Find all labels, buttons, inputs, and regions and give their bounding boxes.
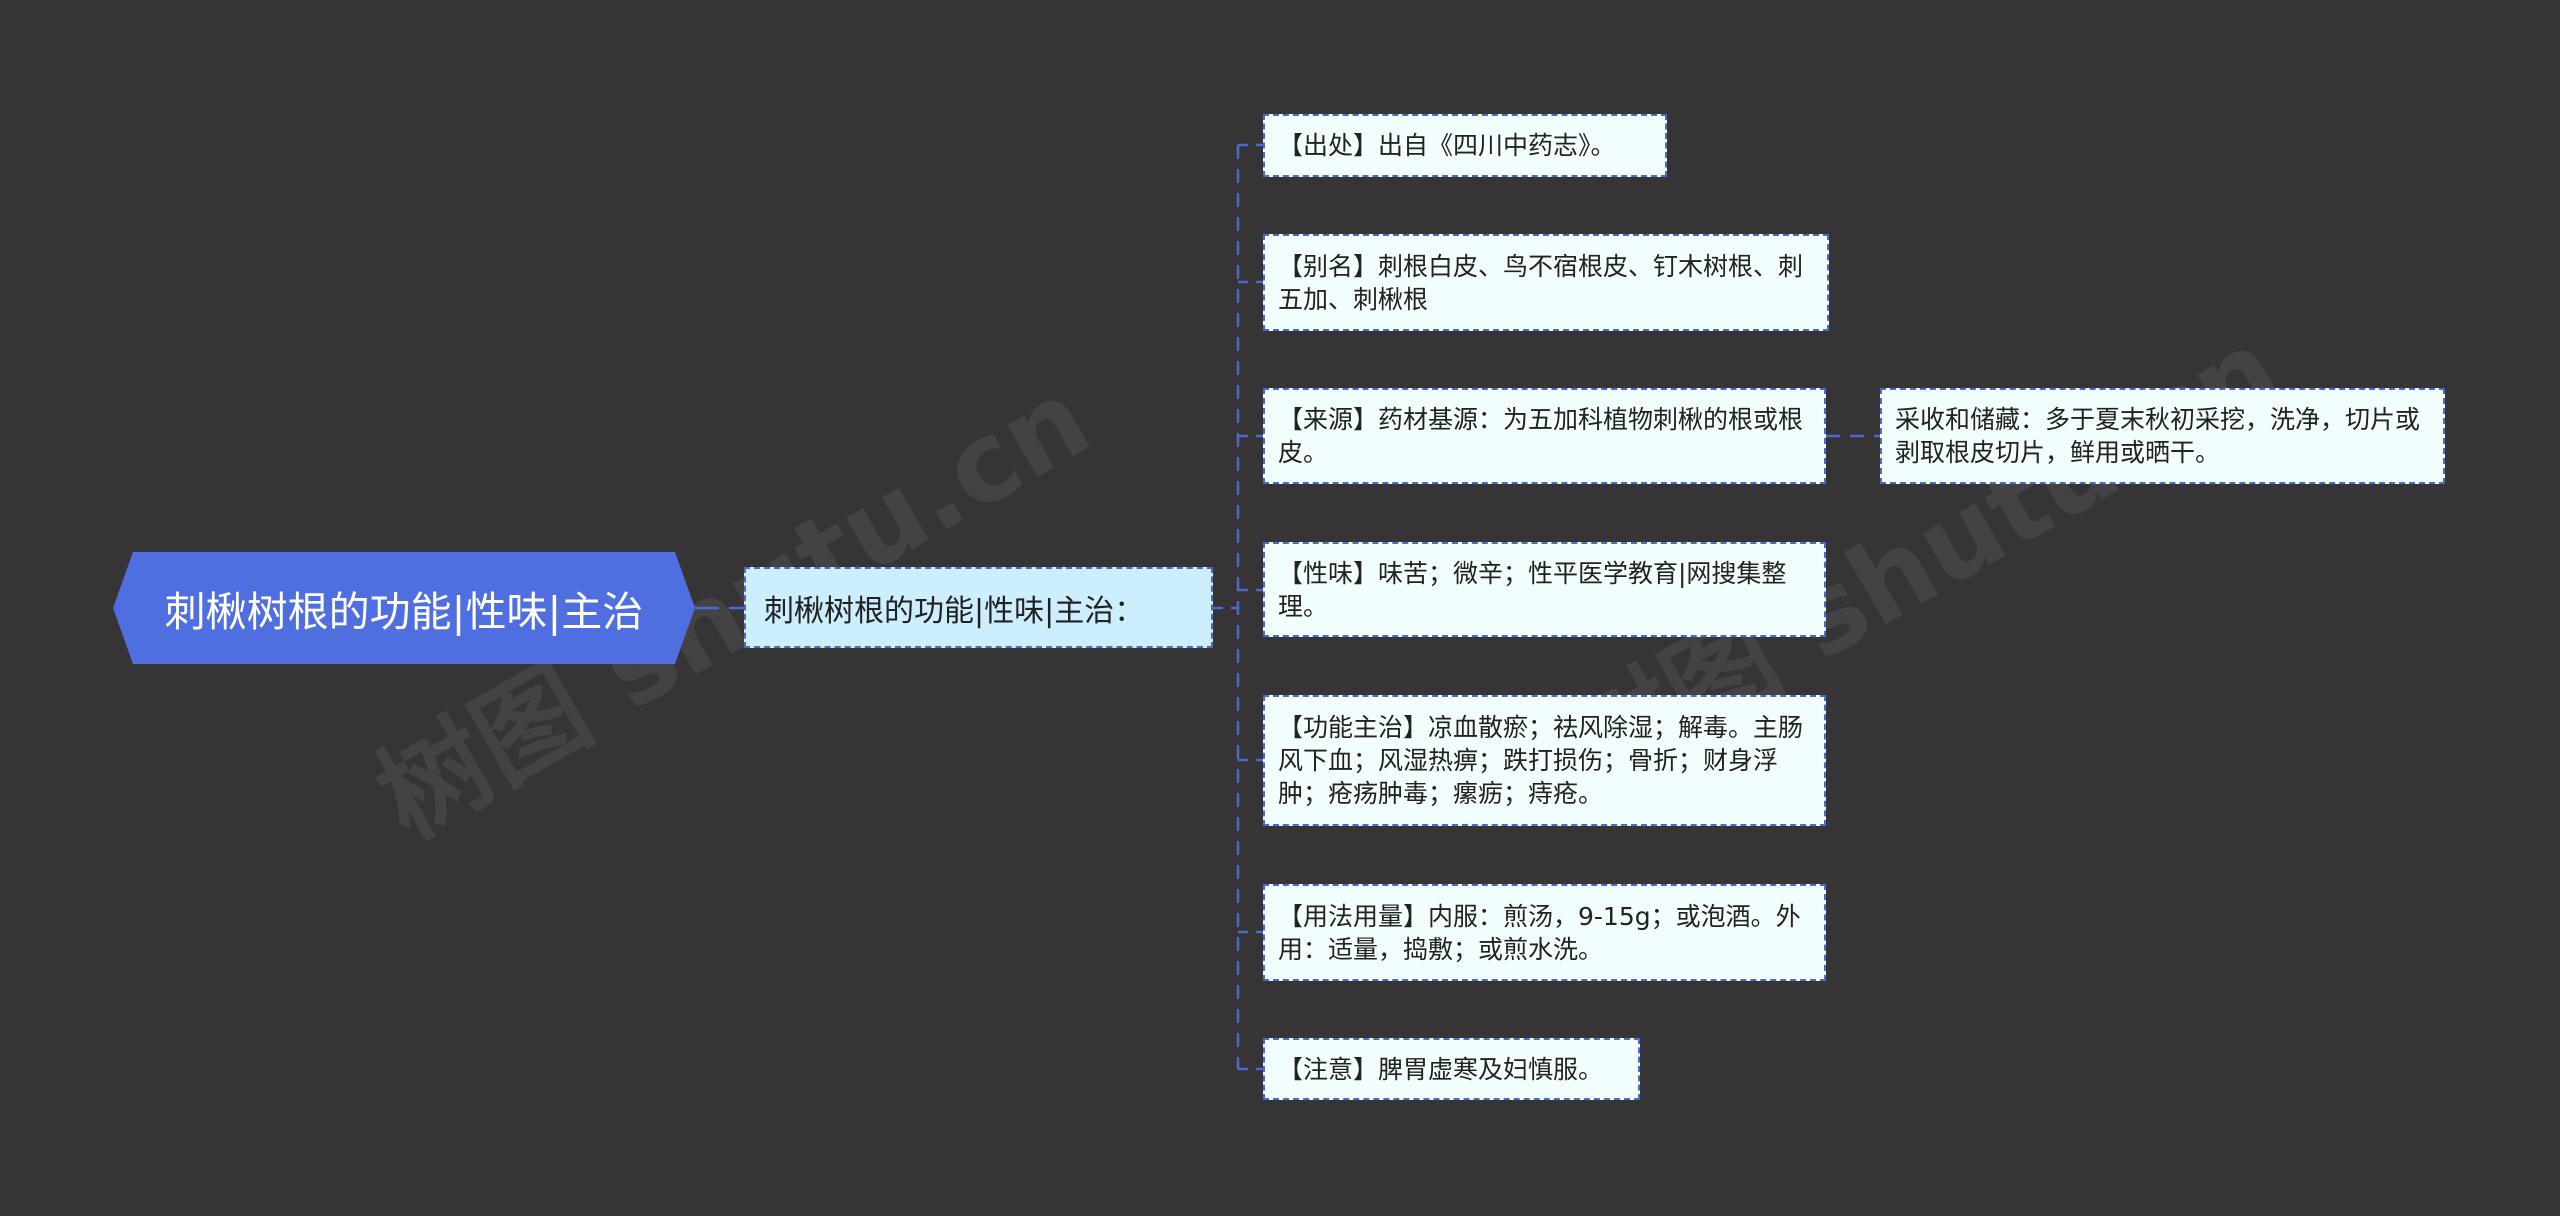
leaf-origin[interactable]: 【来源】药材基源：为五加科植物刺楸的根或根皮。 [1263,388,1826,484]
leaf-label: 【功能主治】凉血散瘀；祛风除湿；解毒。主肠风下血；风湿热痹；跌打损伤；骨折；财身… [1278,713,1804,808]
leaf-harvest-storage[interactable]: 采收和储藏：多于夏末秋初采挖，洗净，切片或剥取根皮切片，鲜用或晒干。 [1880,388,2445,484]
leaf-functions-indications[interactable]: 【功能主治】凉血散瘀；祛风除湿；解毒。主肠风下血；风湿热痹；跌打损伤；骨折；财身… [1263,695,1826,826]
root-topic-label: 刺楸树根的功能|性味|主治 [164,588,644,636]
main-branch-topic[interactable]: 刺楸树根的功能|性味|主治： [744,567,1213,648]
leaf-label: 【用法用量】内服：煎汤，9-15g；或泡酒。外用：适量，捣敷；或煎水洗。 [1278,901,1801,964]
leaf-precautions[interactable]: 【注意】脾胃虚寒及妇慎服。 [1263,1038,1640,1100]
leaf-nature-flavor[interactable]: 【性味】味苦；微辛；性平医学教育|网搜集整理。 [1263,542,1826,637]
leaf-label: 【出处】出自《四川中药志》。 [1278,131,1616,160]
leaf-label: 【来源】药材基源：为五加科植物刺楸的根或根皮。 [1278,405,1804,467]
leaf-aliases[interactable]: 【别名】刺根白皮、鸟不宿根皮、钉木树根、刺五加、刺楸根 [1263,234,1829,331]
leaf-label: 采收和储藏：多于夏末秋初采挖，洗净，切片或剥取根皮切片，鲜用或晒干。 [1895,405,2421,467]
leaf-label: 【性味】味苦；微辛；性平医学教育|网搜集整理。 [1278,558,1787,621]
main-branch-label: 刺楸树根的功能|性味|主治： [764,593,1145,629]
leaf-label: 【别名】刺根白皮、鸟不宿根皮、钉木树根、刺五加、刺楸根 [1278,251,1804,314]
leaf-usage-dosage[interactable]: 【用法用量】内服：煎汤，9-15g；或泡酒。外用：适量，捣敷；或煎水洗。 [1263,884,1826,981]
leaf-label: 【注意】脾胃虚寒及妇慎服。 [1278,1054,1604,1084]
root-topic[interactable]: 刺楸树根的功能|性味|主治 [113,552,695,664]
leaf-source[interactable]: 【出处】出自《四川中药志》。 [1263,114,1667,177]
